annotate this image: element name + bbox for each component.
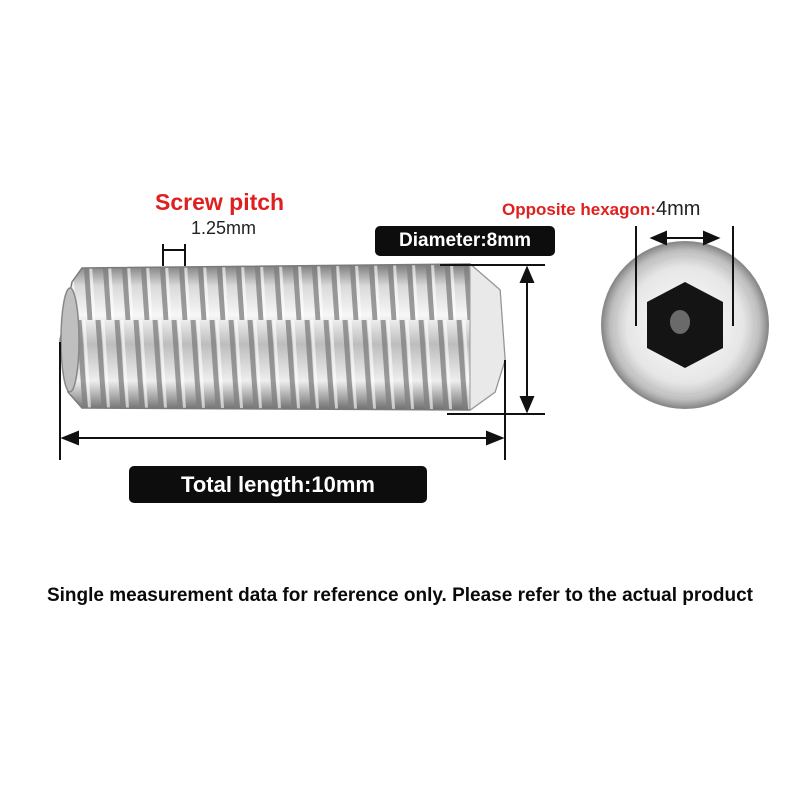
screw-head-end-view: [601, 241, 769, 409]
hexagon-label: Opposite hexagon:4mm: [502, 198, 700, 221]
diameter-badge: Diameter:8mm: [375, 226, 555, 256]
total-length-badge: Total length:10mm: [129, 466, 427, 503]
hexagon-dimension-line: [635, 226, 734, 326]
length-dimension-line: [59, 342, 506, 460]
pitch-bracket: [162, 244, 186, 266]
hexagon-value: 4mm: [655, 198, 701, 220]
diameter-dimension-line: [440, 264, 545, 415]
screw-body: [59, 262, 506, 411]
hexagon-label-text: Opposite hexagon:: [502, 200, 656, 219]
disclaimer-text: Single measurement data for reference on…: [46, 585, 754, 606]
screw-pitch-title: Screw pitch: [155, 189, 285, 215]
screw-pitch-value: 1.25mm: [191, 218, 257, 238]
